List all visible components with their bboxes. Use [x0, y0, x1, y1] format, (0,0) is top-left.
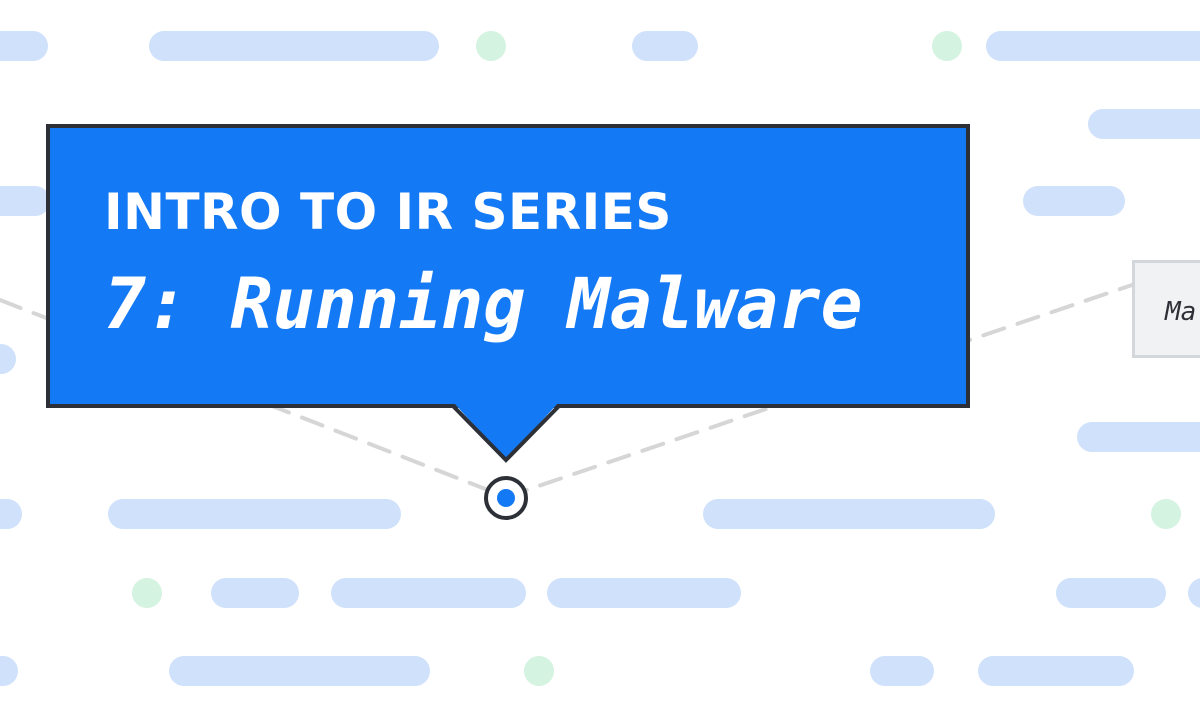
- background-pill: [149, 31, 439, 61]
- timeline-node: [484, 476, 528, 520]
- background-pill: [1056, 578, 1166, 608]
- background-pill: [0, 186, 50, 216]
- background-pill: [986, 31, 1200, 61]
- background-pill: [1088, 109, 1200, 139]
- background-pill: [978, 656, 1134, 686]
- background-dot: [932, 31, 962, 61]
- background-pill: [703, 499, 995, 529]
- background-pill: [1023, 186, 1125, 216]
- background-pill: [0, 499, 22, 529]
- series-title: INTRO TO IR SERIES: [104, 183, 672, 241]
- timeline-node-core: [497, 489, 515, 507]
- background-pill: [211, 578, 299, 608]
- background-pill: [870, 656, 934, 686]
- background-pill: [547, 578, 741, 608]
- background-pill: [0, 344, 16, 374]
- background-dot: [524, 656, 554, 686]
- background-pill: [169, 656, 430, 686]
- tag-box: Ma: [1132, 260, 1200, 358]
- background-pill: [108, 499, 401, 529]
- background-pill: [0, 656, 18, 686]
- background-dot: [476, 31, 506, 61]
- background-dot: [132, 578, 162, 608]
- background-pill: [1077, 422, 1200, 452]
- episode-title: 7: Running Malware: [104, 263, 863, 345]
- background-pill: [331, 578, 526, 608]
- background-pill: [1188, 578, 1200, 608]
- background-pill: [632, 31, 698, 61]
- callout-box: [46, 124, 970, 408]
- background-pill: [0, 31, 48, 61]
- background-dot: [1151, 499, 1181, 529]
- tag-label: Ma: [1165, 297, 1197, 327]
